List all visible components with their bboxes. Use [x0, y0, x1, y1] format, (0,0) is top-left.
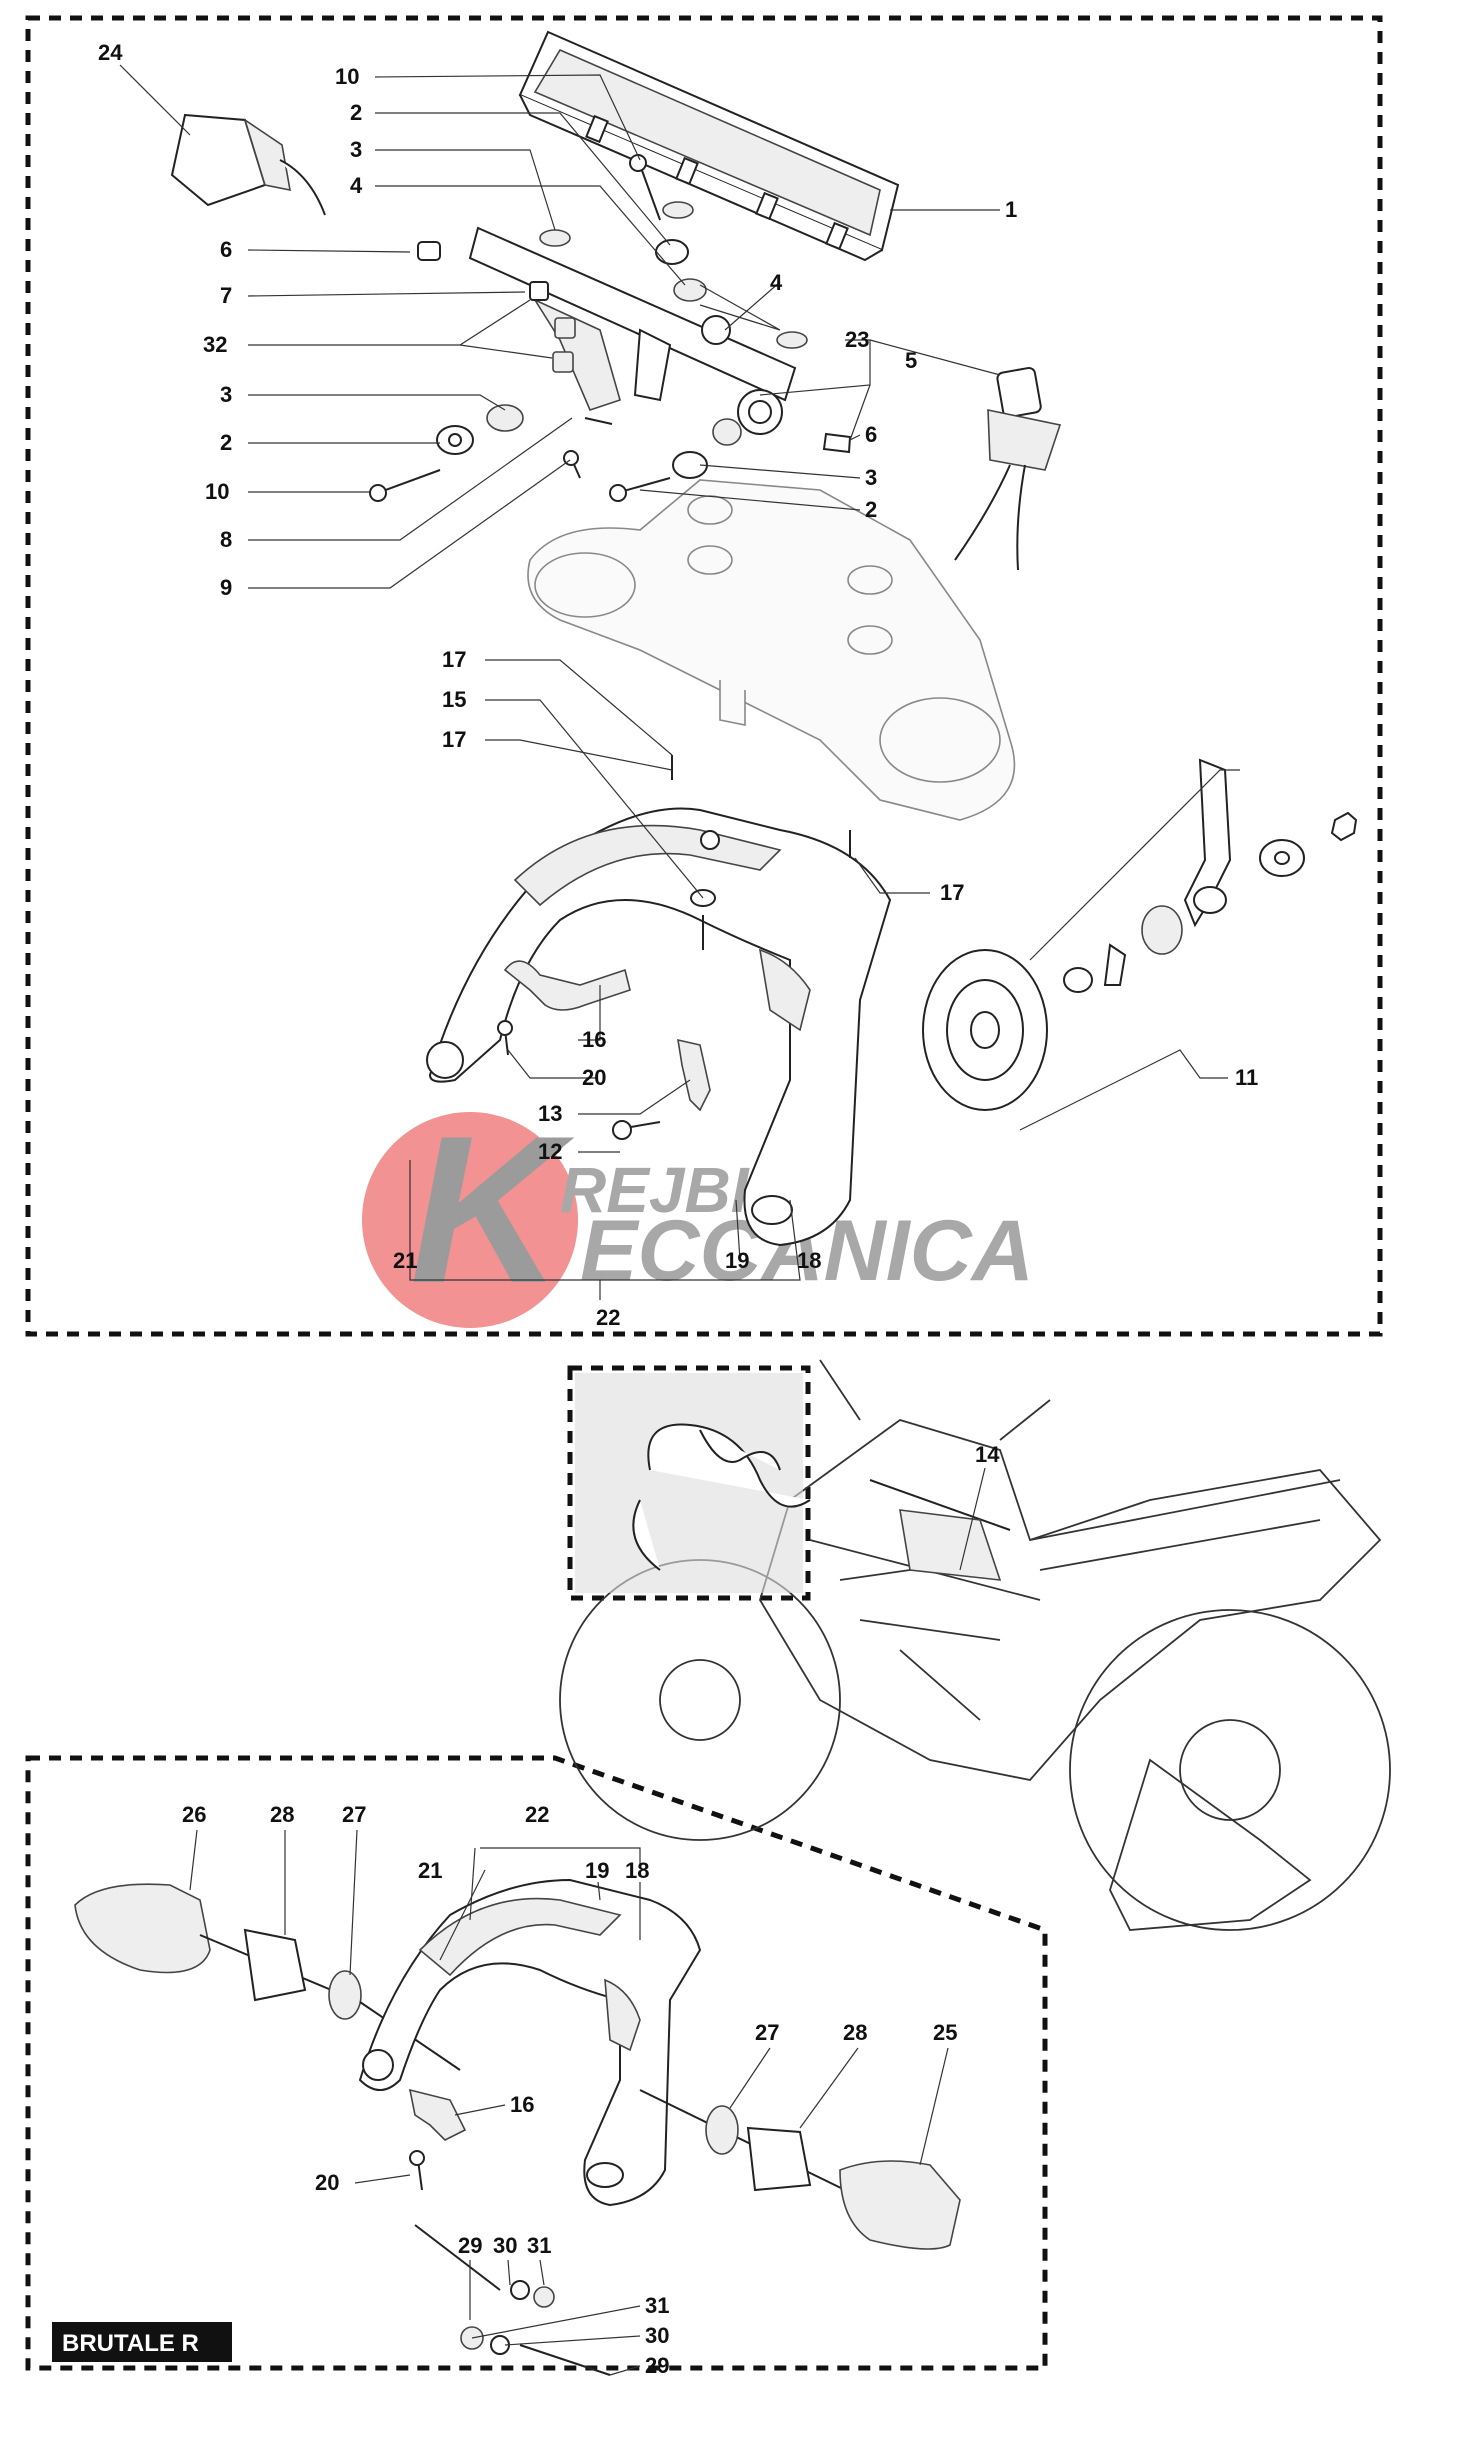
label-20-top: 20: [582, 1065, 606, 1090]
watermark-circle: [362, 1112, 578, 1328]
label-4-right: 4: [770, 270, 783, 295]
label-21-bottom: 21: [418, 1858, 442, 1883]
label-2-left: 2: [220, 430, 232, 455]
turn-signal-left: [74, 1883, 461, 2071]
label-5: 5: [905, 348, 917, 373]
label-19-bottom: 19: [585, 1858, 609, 1883]
horn-11: [922, 758, 1358, 1111]
label-8: 8: [220, 527, 232, 552]
label-15: 15: [442, 687, 466, 712]
label-6-left: 6: [220, 237, 232, 262]
watermark-logo: K REJBICH ECCANICA: [362, 1092, 1034, 1328]
variant-badge-text: BRUTALE R: [62, 2330, 199, 2357]
turn-signal-right: [639, 2089, 961, 2250]
label-31-bottom: 31: [645, 2293, 669, 2318]
label-7: 7: [220, 283, 232, 308]
label-4-left: 4: [350, 173, 363, 198]
instrument-cluster-1: [518, 30, 900, 262]
label-18-bottom: 18: [625, 1858, 649, 1883]
right-hardware: [609, 418, 742, 502]
label-13: 13: [538, 1101, 562, 1126]
watermark-letter: K: [410, 1092, 575, 1327]
label-18-top: 18: [797, 1248, 821, 1273]
label-19-top: 19: [725, 1248, 749, 1273]
label-26: 26: [182, 1802, 206, 1827]
label-25: 25: [933, 2020, 957, 2045]
label-2-right: 2: [865, 497, 877, 522]
label-12: 12: [538, 1139, 562, 1164]
part-labels: 24 10 2 3 4 6 7 32 3 2 10 8 9 1 4 23 5 6…: [98, 40, 1258, 2378]
label-31-top: 31: [527, 2233, 551, 2258]
label-3-right: 3: [865, 465, 877, 490]
label-10-top: 10: [335, 64, 359, 89]
connector-24: [170, 113, 326, 216]
label-29-top: 29: [458, 2233, 482, 2258]
label-24: 24: [98, 40, 123, 65]
label-16-bottom: 16: [510, 2092, 534, 2117]
triple-clamp: [527, 479, 1016, 821]
label-14: 14: [975, 1442, 1000, 1467]
label-1: 1: [1005, 197, 1017, 222]
label-22-top: 22: [596, 1305, 620, 1330]
label-32: 32: [203, 332, 227, 357]
label-30-bottom: 30: [645, 2323, 669, 2348]
label-10-left: 10: [205, 479, 229, 504]
label-2-top: 2: [350, 100, 362, 125]
label-17-top: 17: [442, 647, 466, 672]
label-17-mid: 17: [442, 727, 466, 752]
leader-lines: [119, 64, 1240, 2376]
label-30-top: 30: [493, 2233, 517, 2258]
clips-lower-left: [497, 960, 711, 1140]
label-21-top: 21: [393, 1248, 417, 1273]
wiring-detail: [575, 1373, 811, 1593]
label-27-right: 27: [755, 2020, 779, 2045]
label-3-left: 3: [220, 382, 232, 407]
headlight-bracket: [426, 755, 892, 1247]
label-9: 9: [220, 575, 232, 600]
label-23: 23: [845, 327, 869, 352]
lower-group-box: [25, 1755, 1048, 2371]
label-29-bottom: 29: [645, 2353, 669, 2378]
key-switch-connector: [954, 366, 1062, 571]
label-27-left: 27: [342, 1802, 366, 1827]
label-20-bottom: 20: [315, 2170, 339, 2195]
label-28-left: 28: [270, 1802, 294, 1827]
label-16-top: 16: [582, 1027, 606, 1052]
label-28-right: 28: [843, 2020, 867, 2045]
wiring-detail-box: [567, 1365, 811, 1601]
label-11: 11: [1235, 1065, 1258, 1090]
upper-group-box: [25, 15, 1383, 1337]
label-22-bottom: 22: [525, 1802, 549, 1827]
motorcycle-frame: [559, 1359, 1391, 1931]
cluster-bracket: [417, 226, 852, 454]
label-3-top: 3: [350, 137, 362, 162]
label-17-right: 17: [940, 880, 964, 905]
label-6-right: 6: [865, 422, 877, 447]
variant-badge: BRUTALE R: [52, 2322, 232, 2362]
left-hardware: [369, 404, 613, 502]
